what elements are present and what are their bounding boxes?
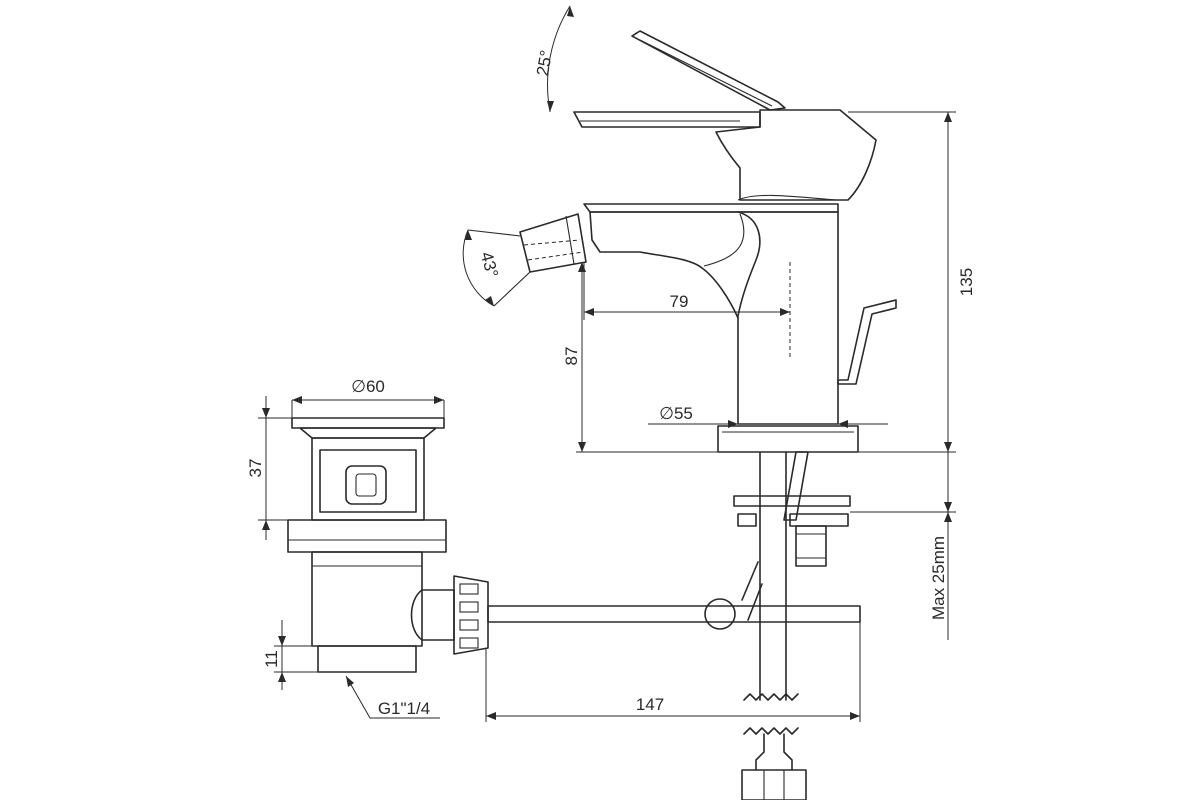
waste-body [311, 551, 423, 647]
max-thickness-label: Max 25mm [929, 536, 948, 620]
mounting-shank [759, 451, 787, 701]
base-diameter-label: ∅55 [659, 404, 693, 423]
fixing-nut [795, 525, 827, 567]
hose-fitting [755, 733, 793, 771]
rod-length-label: 147 [636, 695, 664, 714]
spout-height-label: 87 [562, 347, 581, 366]
dimension-labels: 25° 43° 79 135 87 ∅60 ∅55 37 11 G1"1/4 1… [246, 49, 976, 718]
cage-slot [345, 465, 387, 505]
rod-connector [421, 589, 455, 641]
linkage-rod [487, 605, 861, 623]
spout-top [583, 203, 839, 213]
fixing-washer [733, 495, 851, 507]
spout-reach-label: 79 [670, 292, 689, 311]
popup-rod-handle [837, 299, 897, 385]
total-height-label: 135 [957, 268, 976, 296]
hose-nut [741, 769, 807, 800]
base-plate [717, 425, 859, 453]
body-cylinder [737, 211, 839, 425]
lever-closed [573, 111, 761, 128]
waste-diameter-label: ∅60 [351, 377, 385, 396]
waste-thread [317, 645, 417, 673]
thread-length-label: 11 [262, 650, 281, 668]
aerator [519, 213, 587, 273]
connector-nut [453, 575, 489, 655]
waste-nut [287, 519, 447, 553]
lever-angle-label: 25° [533, 49, 556, 78]
dimension-lines [258, 5, 956, 722]
handle-body [715, 109, 877, 201]
waste-flange [291, 417, 445, 429]
thread-size-label: G1"1/4 [378, 699, 430, 718]
rod-clamp-ball [704, 598, 736, 630]
spout-angle-label: 43° [477, 250, 502, 280]
lever-open [631, 30, 786, 111]
waste-height-label: 37 [246, 459, 265, 478]
waste-drawing [287, 417, 861, 673]
faucet-drawing [519, 30, 897, 800]
